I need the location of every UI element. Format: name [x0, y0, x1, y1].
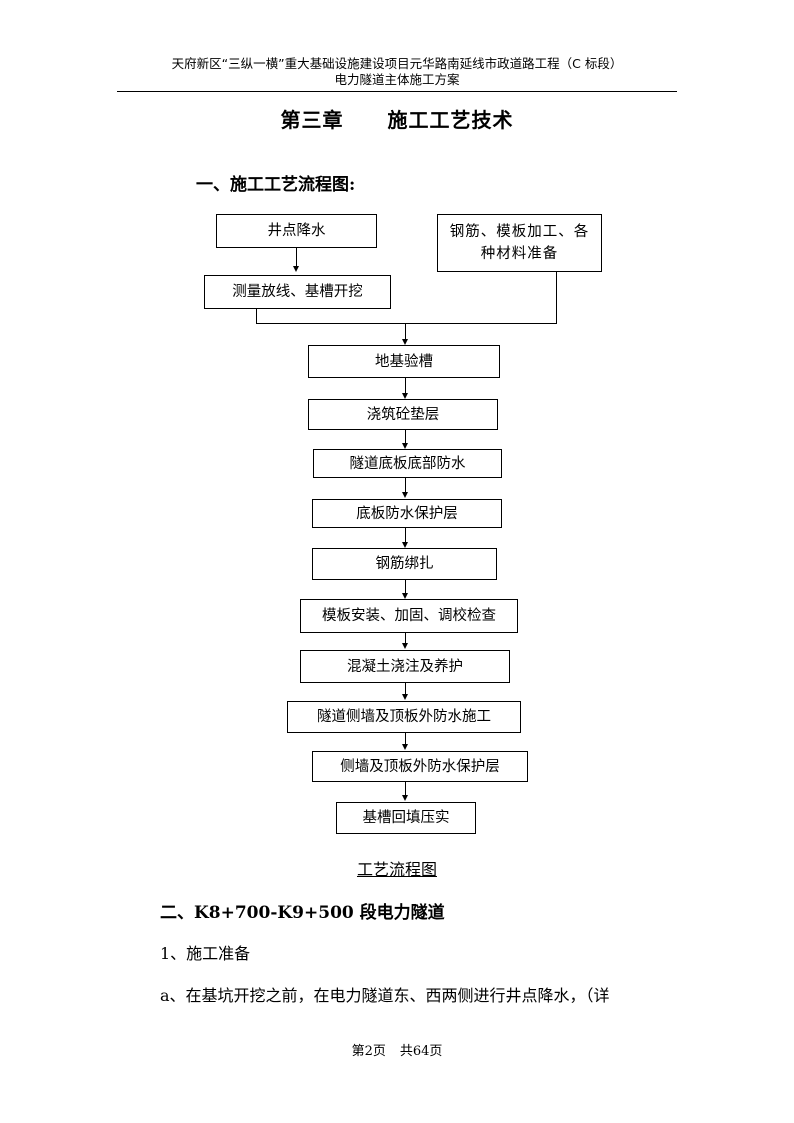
flow-arrow [402, 795, 408, 801]
flow-step-9: 侧墙及顶板外防水保护层 [312, 751, 528, 782]
flow-connector [405, 528, 406, 543]
flow-box-material-prep: 钢筋、模板加工、各种材料准备 [437, 214, 602, 272]
flow-box-survey-excavation: 测量放线、基槽开挖 [204, 275, 391, 309]
page-number: 第2页 [351, 1044, 386, 1059]
flow-connector [405, 323, 406, 340]
section-heading-tunnel: 二、K8+700-K9+500 段电力隧道 [160, 903, 445, 923]
chapter-number: 第三章 [280, 108, 344, 132]
header-document-title: 电力隧道主体施工方案 [334, 72, 460, 87]
flow-connector [405, 430, 406, 444]
flow-connector [556, 272, 557, 323]
flow-step-10: 基槽回填压实 [336, 802, 476, 834]
flow-connector [296, 248, 297, 268]
flow-arrow [402, 593, 408, 599]
paragraph-dewatering: a、在基坑开挖之前，在电力隧道东、西两侧进行井点降水，（详 [160, 986, 610, 1005]
flow-step-3: 隧道底板底部防水 [313, 449, 502, 478]
flow-step-7: 混凝土浇注及养护 [300, 650, 510, 683]
flow-arrow [402, 694, 408, 700]
flow-arrow [402, 542, 408, 548]
flow-connector [405, 683, 406, 695]
header-project-title: 天府新区“三纵一横”重大基础设施建设项目元华路南延线市政道路工程（C 标段） [171, 56, 623, 71]
flow-connector [405, 733, 406, 745]
flow-step-2: 浇筑砼垫层 [308, 399, 498, 430]
paragraph-construction-prep: 1、施工准备 [160, 944, 251, 963]
flow-arrow [402, 643, 408, 649]
flow-connector [405, 633, 406, 644]
page-footer: 第2页共64页 [0, 1040, 794, 1059]
flow-arrow [293, 266, 299, 272]
flow-connector [405, 478, 406, 493]
flow-arrow [402, 744, 408, 750]
flow-box-well-dewatering: 井点降水 [216, 214, 377, 248]
flow-connector [405, 782, 406, 796]
flow-step-5: 钢筋绑扎 [312, 548, 497, 580]
flow-connector [405, 378, 406, 394]
figure-caption: 工艺流程图 [356, 860, 437, 879]
flow-connector [256, 309, 257, 323]
header-rule [117, 91, 677, 92]
flow-arrow [402, 339, 408, 345]
section-heading-flowchart: 一、施工工艺流程图: [196, 175, 356, 195]
flow-arrow [402, 443, 408, 449]
flow-step-1: 地基验槽 [308, 345, 500, 378]
chapter-title: 施工工艺技术 [387, 108, 514, 132]
flow-step-8: 隧道侧墙及顶板外防水施工 [287, 701, 521, 733]
flow-step-6: 模板安装、加固、调校检查 [300, 599, 518, 633]
flow-connector [256, 323, 557, 324]
chapter-heading: 第三章 施工工艺技术 [0, 104, 794, 133]
flow-step-4: 底板防水保护层 [312, 499, 502, 528]
flow-arrow [402, 492, 408, 498]
flow-arrow [402, 393, 408, 399]
flow-connector [405, 580, 406, 594]
page-total: 共64页 [399, 1044, 443, 1059]
